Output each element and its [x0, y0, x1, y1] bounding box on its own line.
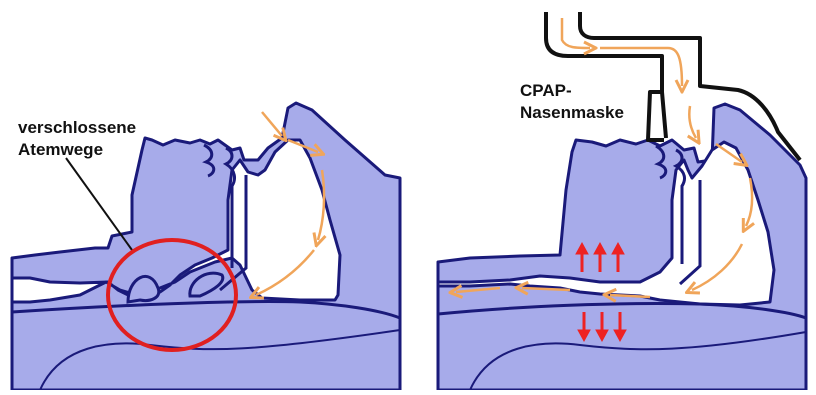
- airflow-arrow-1: [262, 112, 282, 136]
- blocked-airway-label-line2: Atemwege: [18, 140, 103, 159]
- cpap-mask-label: CPAP- Nasenmaske: [520, 80, 624, 124]
- pressure-arrows-up: [576, 243, 624, 272]
- cpap-mask-label-line2: Nasenmaske: [520, 103, 624, 122]
- blocked-airway-label-line1: verschlossene: [18, 118, 136, 137]
- pressure-arrows-down: [578, 312, 626, 341]
- cpap-airflow-arrow-3: [689, 106, 696, 138]
- cpap-mask-label-line1: CPAP-: [520, 81, 572, 100]
- cpap-airflow-arrow-1: [562, 18, 590, 48]
- cpap-panel: [438, 12, 806, 390]
- label-pointer-line: [66, 158, 132, 250]
